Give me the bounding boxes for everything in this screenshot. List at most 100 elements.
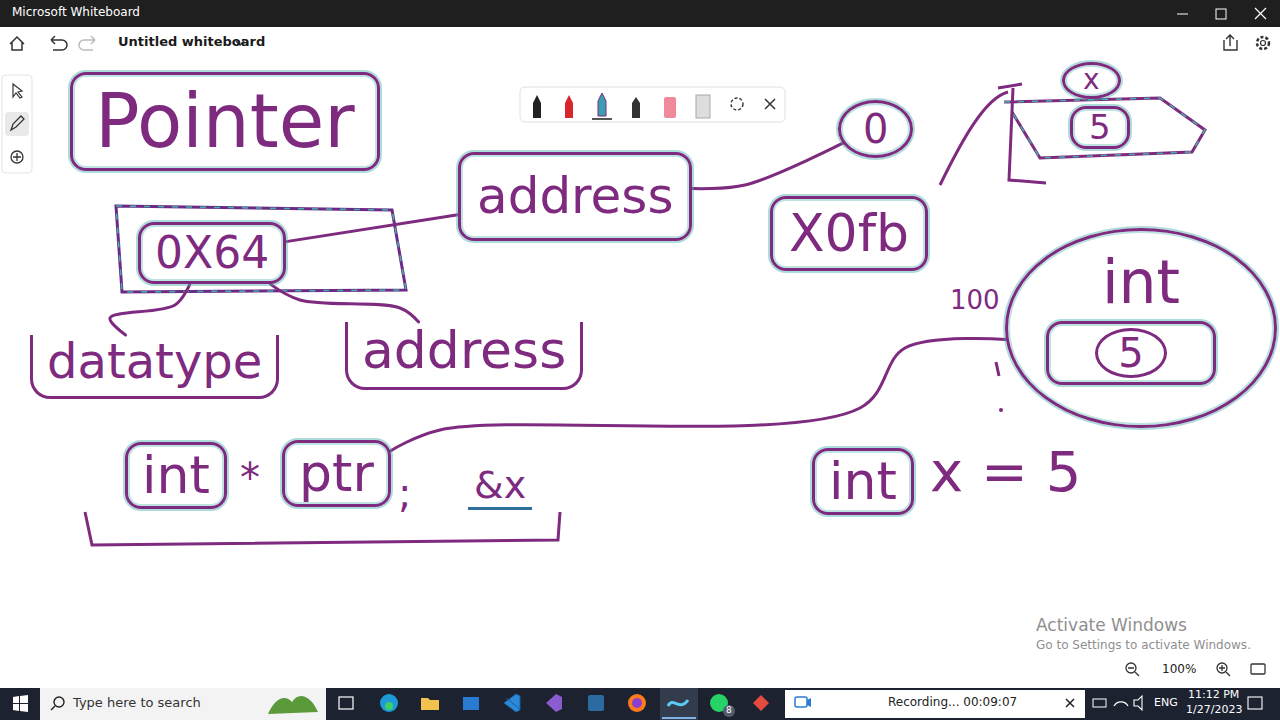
wifi-icon	[1114, 702, 1128, 706]
selected-indicator	[592, 118, 612, 120]
taskbar	[0, 688, 1280, 720]
task-view-icon	[339, 697, 353, 709]
redo-icon	[79, 36, 95, 50]
node-text: 0X64	[155, 229, 269, 277]
code-token: *	[240, 455, 260, 501]
vscode-icon	[504, 694, 520, 712]
close-icon	[1255, 8, 1266, 19]
store-icon	[463, 697, 479, 710]
connector-line	[110, 284, 190, 335]
restore-icon	[1216, 9, 1226, 19]
edge-icon-accent	[385, 702, 393, 710]
firefox-icon-core	[632, 698, 642, 708]
code-token: ;	[398, 470, 411, 516]
action-center-icon	[1248, 697, 1262, 709]
node-text: address	[477, 169, 673, 224]
watermark: Activate Windows	[1036, 616, 1187, 636]
code-token-box: ptr	[282, 440, 391, 507]
active-app-bg	[660, 688, 698, 720]
visual-studio-icon	[546, 694, 562, 712]
node-text: int	[142, 447, 210, 504]
address-value-box: X0fb	[770, 196, 928, 271]
red-pen	[565, 95, 573, 118]
lasso-icon	[731, 98, 743, 110]
node-text: int	[829, 453, 897, 510]
variable-value-box: 5	[1070, 106, 1130, 149]
node-text: &x	[474, 465, 526, 507]
camera-icon	[795, 697, 807, 707]
language-indicator: ENG	[1154, 697, 1178, 710]
galaxy-pen	[598, 93, 606, 116]
clock-time: 11:12 PM	[1188, 689, 1239, 702]
home-icon	[10, 37, 24, 50]
ink-curve	[940, 92, 1008, 185]
memory-cell-blob: int 5	[1005, 228, 1277, 428]
node-text: 5	[1095, 328, 1166, 378]
zoom-out-mark	[1128, 668, 1139, 676]
node-text: address	[362, 322, 566, 379]
firefox-icon	[628, 694, 646, 712]
variable-name-oval: x	[1062, 62, 1121, 99]
value-circle: 0	[838, 100, 913, 158]
search-icon	[54, 697, 64, 707]
battery-icon	[1093, 699, 1106, 707]
undo-icon	[51, 36, 67, 50]
node-text: Pointer	[95, 81, 355, 162]
address-value-box: 0X64	[138, 222, 286, 284]
ink-bracket-mark	[998, 84, 1046, 183]
share-icon	[1224, 35, 1237, 50]
connector-group	[110, 143, 1006, 451]
dark-pen	[632, 97, 640, 118]
node-text: datatype	[47, 335, 262, 388]
search-plant-art	[268, 696, 318, 714]
eraser	[664, 97, 676, 118]
code-token-box: int	[125, 442, 227, 509]
clock-date: 1/27/2023	[1186, 704, 1242, 717]
node-text: int	[1008, 249, 1274, 315]
search-box	[40, 688, 326, 720]
connector-line	[286, 215, 458, 242]
node-text: x	[1083, 65, 1100, 96]
ink-bracket	[85, 512, 560, 545]
pen-tool-icon	[11, 116, 24, 130]
code-token-box: int	[812, 448, 914, 515]
title-bar	[0, 0, 1280, 27]
settings-icon-core	[1261, 41, 1266, 46]
connector-line	[271, 284, 419, 322]
badge-count: 8	[726, 705, 732, 715]
ink-glitter	[1004, 98, 1205, 158]
whiteboard-icon	[668, 700, 688, 706]
recording-close-icon	[1066, 699, 1074, 707]
ruler	[696, 95, 710, 118]
connector-line	[692, 143, 842, 189]
anydesk-icon	[753, 695, 769, 711]
node-text: 0	[863, 107, 888, 151]
edge-icon	[380, 694, 398, 712]
concept-bracket: datatype	[30, 335, 279, 399]
fit-icon	[1251, 664, 1265, 674]
minimize-icon	[1177, 14, 1188, 15]
ink-tick	[996, 362, 999, 376]
board-name: Untitled whiteboard	[118, 35, 265, 50]
file-explorer-icon	[421, 698, 439, 710]
recording-status: Recording... 00:09:07	[888, 696, 1017, 710]
concept-bracket: address	[345, 322, 583, 390]
recording-bar	[785, 690, 1085, 718]
ink-arrow-shape	[1004, 98, 1205, 158]
node-text: ptr	[299, 445, 374, 502]
black-pen	[533, 95, 541, 118]
ink-rectangle	[116, 206, 406, 292]
code-token-underlined: &x	[468, 465, 532, 510]
pen-tool-highlight	[5, 112, 29, 136]
window-title: Microsoft Whiteboard	[12, 6, 140, 20]
search-placeholder: Type here to search	[73, 696, 201, 711]
pen-toolbar	[520, 87, 785, 122]
app-icon	[588, 695, 604, 711]
zoom-in-mark	[1219, 665, 1230, 676]
windows-logo	[13, 695, 28, 712]
side-toolbar	[2, 75, 32, 173]
select-tool-icon	[13, 84, 22, 98]
node-text: 5	[1089, 109, 1111, 146]
search-icon-handle	[51, 706, 55, 710]
